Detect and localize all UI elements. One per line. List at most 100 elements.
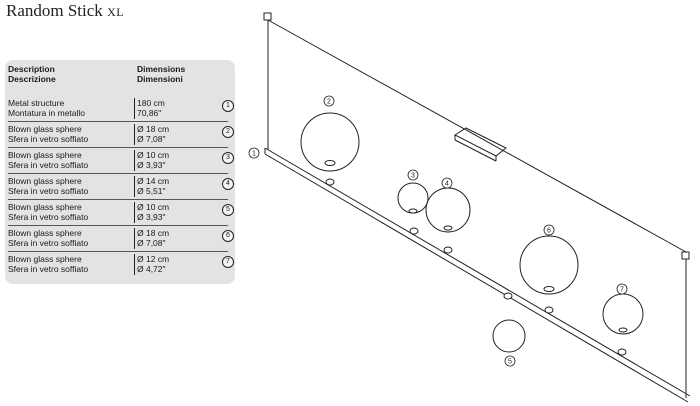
row-dimensions: Ø 18 cm Ø 7,08" xyxy=(137,124,169,144)
row-description: Blown glass sphere Sfera in vetro soffia… xyxy=(8,176,88,196)
description-header: Description Descrizione xyxy=(8,64,56,84)
sphere-4 xyxy=(425,187,471,233)
product-title-suffix: XL xyxy=(107,5,125,19)
row-separator xyxy=(8,225,228,226)
row-number-badge: 7 xyxy=(222,256,234,268)
bar-sockets xyxy=(325,178,627,356)
sphere-2 xyxy=(300,112,360,172)
row-number-badge: 5 xyxy=(222,204,234,216)
svg-text:4: 4 xyxy=(445,181,449,188)
description-header-en: Description xyxy=(8,64,55,74)
callouts: 1 2 3 4 5 6 7 xyxy=(248,95,628,367)
ceiling-wire xyxy=(267,19,687,253)
spec-row: Blown glass sphere Sfera in vetro soffia… xyxy=(8,226,234,252)
product-title: Random Stick XL xyxy=(6,1,124,21)
row-dim-metric: Ø 10 cm xyxy=(137,202,170,212)
row-dimensions: 180 cm 70,86" xyxy=(137,98,165,118)
row-divider xyxy=(134,228,135,249)
row-desc-it: Sfera in vetro soffiato xyxy=(8,186,89,196)
dimensions-header-it: Dimensioni xyxy=(137,74,183,84)
spec-row: Blown glass sphere Sfera in vetro soffia… xyxy=(8,252,234,278)
row-desc-it: Sfera in vetro soffiato xyxy=(8,212,89,222)
row-desc-en: Metal structure xyxy=(8,98,65,108)
callout-6: 6 xyxy=(543,224,555,236)
svg-text:5: 5 xyxy=(508,359,512,366)
row-dim-imperial: Ø 7,08" xyxy=(137,134,166,144)
row-desc-en: Blown glass sphere xyxy=(8,150,82,160)
row-number-badge: 2 xyxy=(222,126,234,138)
row-dim-imperial: 70,86" xyxy=(137,108,162,118)
row-dim-metric: Ø 12 cm xyxy=(137,254,170,264)
row-dim-imperial: Ø 5,51" xyxy=(137,186,166,196)
row-separator xyxy=(8,251,228,252)
row-desc-it: Sfera in vetro soffiato xyxy=(8,160,89,170)
row-divider xyxy=(134,124,135,145)
row-dim-metric: Ø 10 cm xyxy=(137,150,170,160)
row-divider xyxy=(134,98,135,119)
row-separator xyxy=(8,121,228,122)
row-description: Blown glass sphere Sfera in vetro soffia… xyxy=(8,228,88,248)
canopy-box xyxy=(453,127,507,162)
row-description: Blown glass sphere Sfera in vetro soffia… xyxy=(8,202,88,222)
spec-table: Description Descrizione Dimensions Dimen… xyxy=(5,60,235,284)
row-desc-en: Blown glass sphere xyxy=(8,124,82,134)
sphere-6 xyxy=(519,235,579,295)
row-description: Blown glass sphere Sfera in vetro soffia… xyxy=(8,254,88,274)
callout-1: 1 xyxy=(248,147,260,159)
row-dimensions: Ø 18 cm Ø 7,08" xyxy=(137,228,169,248)
row-separator xyxy=(8,147,228,148)
description-header-it: Descrizione xyxy=(8,74,56,84)
callout-3: 3 xyxy=(407,169,419,181)
row-description: Blown glass sphere Sfera in vetro soffia… xyxy=(8,124,88,144)
row-desc-it: Sfera in vetro soffiato xyxy=(8,238,89,248)
row-dim-imperial: Ø 3,93" xyxy=(137,212,166,222)
row-dim-metric: Ø 18 cm xyxy=(137,124,170,134)
metal-bar xyxy=(264,147,691,403)
dimensions-header-en: Dimensions xyxy=(137,64,186,74)
row-desc-en: Blown glass sphere xyxy=(8,254,82,264)
row-divider xyxy=(134,202,135,223)
row-desc-it: Sfera in vetro soffiato xyxy=(8,264,89,274)
glass-spheres xyxy=(300,112,644,353)
svg-text:6: 6 xyxy=(547,228,551,235)
callout-7: 7 xyxy=(616,283,628,295)
sphere-5 xyxy=(492,319,526,353)
lamp-technical-drawing: 1 2 3 4 5 6 7 xyxy=(248,12,691,403)
row-number-badge: 1 xyxy=(222,100,234,112)
callout-2: 2 xyxy=(323,95,335,107)
spec-row: Blown glass sphere Sfera in vetro soffia… xyxy=(8,148,234,174)
ceiling-mount-left xyxy=(263,12,272,21)
spec-row: Blown glass sphere Sfera in vetro soffia… xyxy=(8,200,234,226)
callout-4: 4 xyxy=(441,177,453,189)
row-separator xyxy=(8,199,228,200)
row-number-badge: 4 xyxy=(222,178,234,190)
row-dim-imperial: Ø 3,93" xyxy=(137,160,166,170)
row-divider xyxy=(134,150,135,171)
row-number-badge: 3 xyxy=(222,152,234,164)
row-dimensions: Ø 10 cm Ø 3,93" xyxy=(137,202,169,222)
row-dimensions: Ø 14 cm Ø 5,51" xyxy=(137,176,169,196)
row-dim-metric: Ø 14 cm xyxy=(137,176,170,186)
spec-row: Blown glass sphere Sfera in vetro soffia… xyxy=(8,122,234,148)
row-dim-metric: 180 cm xyxy=(137,98,165,108)
svg-text:7: 7 xyxy=(620,287,624,294)
svg-text:1: 1 xyxy=(252,151,256,158)
row-divider xyxy=(134,176,135,197)
dimensions-header: Dimensions Dimensioni xyxy=(137,64,185,84)
row-separator xyxy=(8,173,228,174)
row-dimensions: Ø 10 cm Ø 3,93" xyxy=(137,150,169,170)
product-title-main: Random Stick xyxy=(6,1,103,20)
row-description: Metal structure Montatura in metallo xyxy=(8,98,85,118)
svg-text:3: 3 xyxy=(411,173,415,180)
row-dim-imperial: Ø 7,08" xyxy=(137,238,166,248)
svg-text:2: 2 xyxy=(327,99,331,106)
row-desc-en: Blown glass sphere xyxy=(8,202,82,212)
row-desc-it: Montatura in metallo xyxy=(8,108,86,118)
row-number-badge: 6 xyxy=(222,230,234,242)
row-description: Blown glass sphere Sfera in vetro soffia… xyxy=(8,150,88,170)
row-desc-it: Sfera in vetro soffiato xyxy=(8,134,89,144)
row-desc-en: Blown glass sphere xyxy=(8,176,82,186)
ceiling-mount-right xyxy=(681,251,690,260)
row-dim-imperial: Ø 4,72" xyxy=(137,264,166,274)
row-divider xyxy=(134,254,135,275)
